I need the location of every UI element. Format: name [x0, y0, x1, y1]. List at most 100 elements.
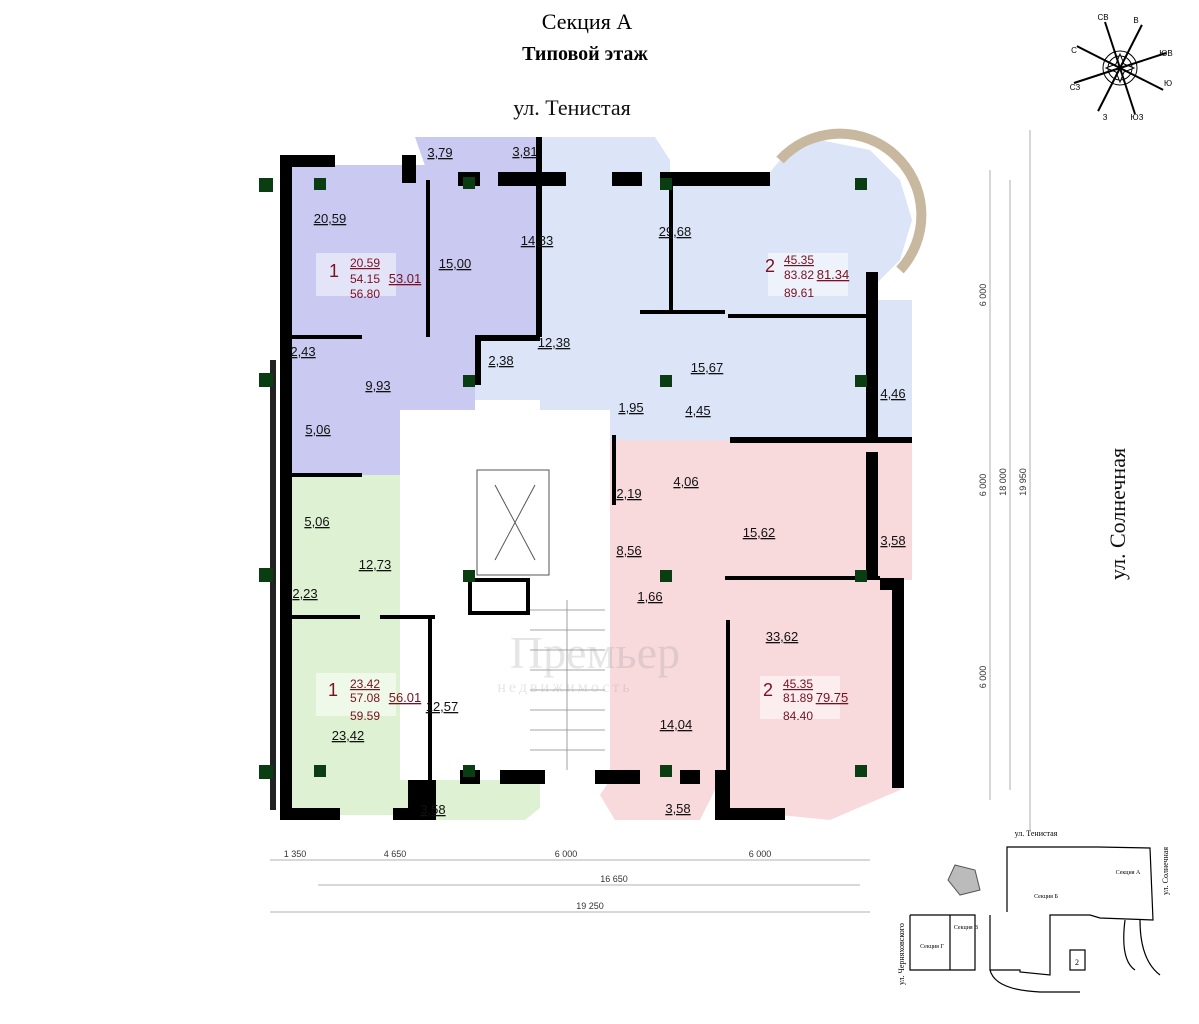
room-area-label: 3,79: [427, 145, 452, 160]
svg-text:Секция Г: Секция Г: [920, 944, 944, 950]
room-area-label: 29,68: [659, 224, 692, 239]
svg-text:53.01: 53.01: [389, 271, 422, 286]
svg-text:2: 2: [1075, 958, 1079, 967]
svg-text:ЮЗ: ЮЗ: [1131, 113, 1144, 122]
svg-text:Секция Б: Секция Б: [1034, 894, 1058, 900]
room-area-label: 3,58: [880, 533, 905, 548]
room-area-label: 8,56: [616, 543, 641, 558]
apartment-summaries: 1 20.59 54.15 56.80 53.01 2 45.35 83.82 …: [316, 253, 849, 723]
svg-text:Секция В: Секция В: [954, 925, 978, 931]
room-area-label: 4,46: [880, 386, 905, 401]
svg-text:56.80: 56.80: [350, 287, 380, 301]
room-labels-bottom: 5,06 12,73 2,23 23,42 12,57 3,58 2,19 4,…: [292, 474, 905, 817]
svg-text:Премьер: Премьер: [510, 627, 680, 678]
svg-text:45.35: 45.35: [783, 677, 813, 691]
apartment-4-summary: 2 45.35 81.89 84.40 79.75: [760, 676, 848, 723]
street-right-label: ул. Солнечная: [1105, 448, 1130, 580]
svg-text:1 350: 1 350: [284, 849, 307, 859]
svg-text:2: 2: [765, 256, 775, 276]
room-area-label: 3,58: [420, 802, 445, 817]
room-area-label: 14,83: [521, 233, 554, 248]
svg-text:ул. Тенистая: ул. Тенистая: [1015, 829, 1058, 838]
svg-text:59.59: 59.59: [350, 709, 380, 723]
svg-text:18 000: 18 000: [998, 468, 1008, 496]
apartment-3-summary: 1 23.42 57.08 59.59 56.01: [316, 673, 421, 723]
svg-text:2: 2: [763, 680, 773, 700]
compass-rose-icon: С СВ В ЮВ Ю ЮЗ З СЗ: [1070, 13, 1173, 122]
svg-text:19 950: 19 950: [1018, 468, 1028, 496]
apartment-1-summary: 1 20.59 54.15 56.80 53.01: [316, 253, 421, 301]
room-area-label: 15,67: [691, 360, 724, 375]
svg-text:Секция А: Секция А: [1116, 870, 1141, 876]
room-area-label: 1,66: [637, 589, 662, 604]
room-labels: 20,59 15,00 3,79 2,43 9,93 5,06 3,81 14,…: [290, 144, 905, 437]
room-area-label: 12,73: [359, 557, 392, 572]
svg-text:6 000: 6 000: [978, 666, 988, 689]
room-area-label: 2,43: [290, 344, 315, 359]
site-keymap: ул. Тенистая ул. Солнечная ул. Черняховс…: [897, 829, 1170, 993]
room-area-label: 2,38: [488, 353, 513, 368]
svg-text:6 000: 6 000: [555, 849, 578, 859]
svg-text:89.61: 89.61: [784, 286, 814, 300]
core-area: [400, 410, 610, 780]
room-area-label: 4,45: [685, 403, 710, 418]
svg-text:20.59: 20.59: [350, 256, 380, 270]
svg-text:4 650: 4 650: [384, 849, 407, 859]
svg-text:16 650: 16 650: [600, 874, 628, 884]
room-area-label: 5,06: [304, 514, 329, 529]
street-top-label: ул. Тенистая: [513, 95, 630, 120]
floor-title: Типовой этаж: [522, 43, 648, 65]
apartment-2-area: [475, 137, 912, 440]
svg-text:45.35: 45.35: [784, 253, 814, 267]
svg-text:ул. Черняховского: ул. Черняховского: [897, 923, 906, 985]
dimensions-bottom: 1 350 4 650 6 000 6 000 16 650 19 250: [270, 849, 870, 913]
svg-text:СЗ: СЗ: [1070, 83, 1081, 92]
svg-text:79.75: 79.75: [816, 690, 849, 705]
keymap-compass-icon: [947, 864, 981, 896]
walls: [270, 137, 912, 820]
svg-text:6 000: 6 000: [978, 474, 988, 497]
apartment-2-summary: 2 45.35 83.82 89.61 81.34: [765, 253, 849, 300]
room-area-label: 5,06: [305, 422, 330, 437]
dimensions-right: 6 000 6 000 6 000 18 000 19 950: [978, 130, 1031, 830]
svg-text:ул. Солнечная: ул. Солнечная: [1161, 847, 1170, 895]
svg-text:З: З: [1103, 113, 1108, 122]
room-area-label: 1,95: [618, 400, 643, 415]
svg-text:23.42: 23.42: [350, 677, 380, 691]
room-area-label: 3,58: [665, 801, 690, 816]
svg-text:недвижимость: недвижимость: [497, 679, 632, 696]
room-area-label: 20,59: [314, 211, 347, 226]
svg-text:СВ: СВ: [1097, 13, 1108, 22]
room-area-label: 15,62: [743, 525, 776, 540]
room-area-label: 3,81: [512, 144, 537, 159]
svg-text:54.15: 54.15: [350, 272, 380, 286]
apartment-4-area: [600, 440, 912, 820]
columns: [259, 177, 867, 779]
svg-text:83.82: 83.82: [784, 268, 814, 282]
bay-window: [776, 128, 927, 274]
room-area-label: 2,19: [616, 486, 641, 501]
svg-text:В: В: [1133, 16, 1138, 25]
room-area-label: 12,57: [426, 699, 459, 714]
room-area-label: 33,62: [766, 629, 799, 644]
section-title: Секция А: [542, 9, 633, 34]
svg-text:81.89: 81.89: [783, 691, 813, 705]
svg-text:Ю: Ю: [1164, 79, 1172, 88]
svg-text:84.40: 84.40: [783, 709, 813, 723]
svg-text:56.01: 56.01: [389, 690, 422, 705]
svg-text:81.34: 81.34: [817, 267, 850, 282]
svg-text:1: 1: [328, 680, 338, 700]
svg-text:ЮВ: ЮВ: [1159, 49, 1172, 58]
room-area-label: 14,04: [660, 717, 693, 732]
room-area-label: 9,93: [365, 378, 390, 393]
svg-text:1: 1: [329, 261, 339, 281]
svg-text:6 000: 6 000: [749, 849, 772, 859]
apartment-1-area: [290, 137, 540, 477]
svg-text:57.08: 57.08: [350, 691, 380, 705]
room-area-label: 15,00: [439, 256, 472, 271]
svg-text:6 000: 6 000: [978, 284, 988, 307]
room-area-label: 4,06: [673, 474, 698, 489]
svg-text:19 250: 19 250: [576, 901, 604, 911]
svg-text:С: С: [1071, 46, 1077, 55]
